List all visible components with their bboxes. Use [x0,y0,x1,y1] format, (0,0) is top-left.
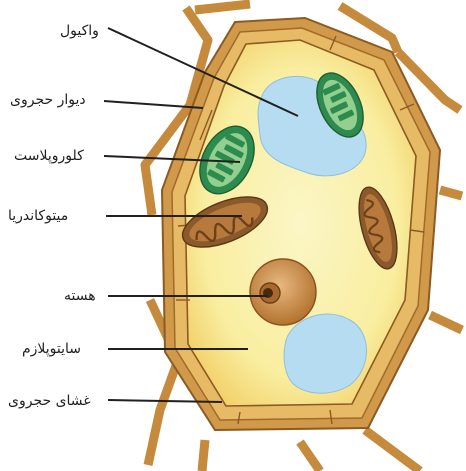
vacuole-lower [284,314,366,393]
label-chloroplast: کلوروپلاست [14,148,84,164]
label-mitochondria: میتوکاندریا [8,208,68,224]
label-nucleus: هسته [64,288,96,304]
nucleus [250,259,316,325]
label-cell-wall: دیوار حجروی [10,92,86,108]
label-cell-membrane: غشای حجروی [8,393,91,409]
label-vacuole: واکیول [60,23,99,39]
label-cytoplasm: سایتوپلازم [22,341,81,357]
